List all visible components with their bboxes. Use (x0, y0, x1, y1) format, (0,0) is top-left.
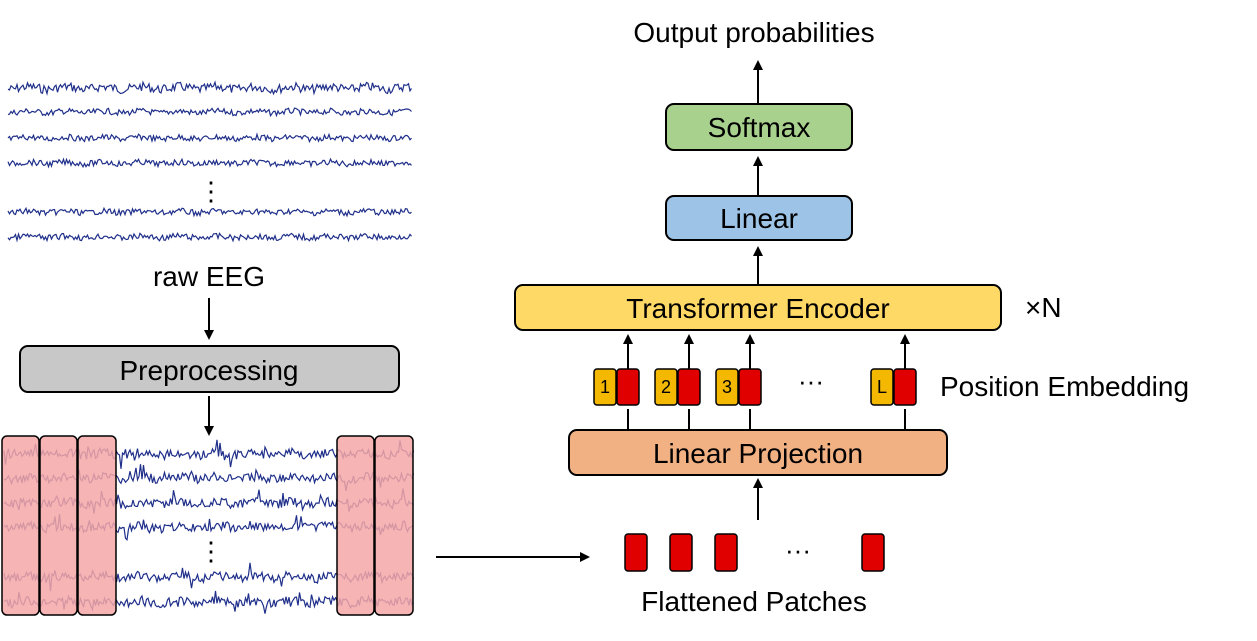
preprocessing-box (19, 345, 400, 393)
position-index-2: 2 (661, 377, 671, 397)
raw-eeg-trace (7, 132, 412, 144)
linear-projection-box (568, 429, 948, 476)
position-index-1: 1 (600, 377, 610, 397)
patch-highlight-2 (39, 435, 78, 616)
raw-eeg-trace (7, 80, 413, 96)
raw-eeg-trace (7, 206, 412, 218)
linear-label: Linear (720, 203, 798, 234)
position-embedding-label: Position Embedding (940, 371, 1189, 402)
flattened-patches (624, 533, 885, 572)
raw-eeg-label: raw EEG (153, 261, 265, 292)
patch-highlight-5 (374, 435, 414, 616)
flattened-patch-1 (624, 533, 648, 572)
linear-projection-label: Linear Projection (653, 438, 863, 469)
position-embedding-tokens: 1 2 3 L (593, 368, 917, 406)
patch-highlight-1 (1, 435, 40, 616)
token-2: 2 (654, 368, 701, 406)
projection-to-token-arrows (627, 409, 906, 430)
flattened-patch-L (861, 533, 885, 572)
raw-eeg-trace (7, 157, 412, 169)
raw-eeg-vdots: ⋮ (198, 176, 224, 206)
softmax-label: Softmax (708, 112, 811, 143)
transformer-encoder-label: Transformer Encoder (626, 293, 890, 324)
patch-highlight-4 (336, 435, 375, 616)
token-3: 3 (715, 368, 762, 406)
flattened-patches-label: Flattened Patches (641, 586, 867, 617)
token-to-encoder-arrows (623, 334, 910, 369)
patch-highlight-3 (77, 435, 117, 616)
raw-eeg-trace (7, 107, 412, 118)
flattened-patch-3 (714, 533, 738, 572)
preprocessing-label: Preprocessing (120, 355, 299, 386)
preprocessed-eeg-vdots: ⋮ (198, 536, 224, 566)
patch-highlights (1, 435, 414, 616)
flattened-patches-ellipsis: ··· (785, 535, 811, 565)
flattened-patch-2 (669, 533, 693, 572)
raw-eeg-trace (7, 232, 412, 243)
position-index-L: L (877, 377, 887, 397)
token-1: 1 (593, 368, 640, 406)
repeat-n-label: ×N (1025, 292, 1062, 323)
token-L: L (870, 368, 917, 406)
output-probabilities-label: Output probabilities (633, 17, 874, 48)
position-index-3: 3 (722, 377, 732, 397)
tokens-ellipsis: ··· (798, 366, 824, 396)
raw-eeg-signals (7, 80, 413, 243)
